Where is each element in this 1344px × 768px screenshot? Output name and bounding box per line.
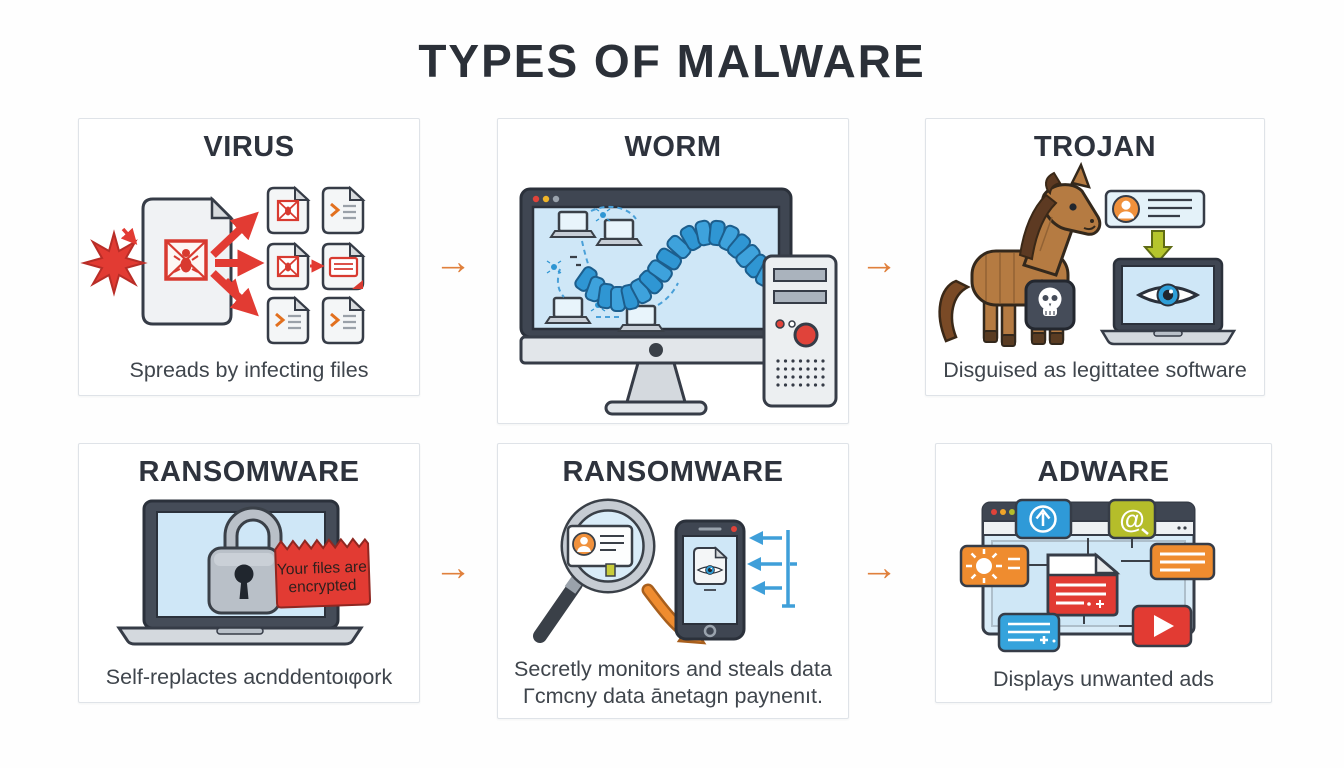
virus-heading: VIRUS bbox=[203, 131, 295, 163]
home-button bbox=[703, 624, 717, 638]
horse-ear bbox=[1070, 161, 1091, 189]
panel-trojan: TROJAN bbox=[925, 118, 1265, 396]
popup-text-tile-icon bbox=[1149, 542, 1216, 581]
virus-caption: Spreads by infecting files bbox=[129, 358, 369, 382]
flow-arrow-icon: → bbox=[860, 241, 898, 283]
ransom-note-line2: encrypted bbox=[288, 577, 357, 596]
caption-line1: Secretly monitors and steals data bbox=[514, 657, 832, 681]
panel-worm: WORM bbox=[497, 118, 849, 424]
skull-badge-icon bbox=[1024, 279, 1076, 331]
tower-vents bbox=[776, 359, 825, 387]
worm-icon bbox=[574, 219, 778, 312]
ransomware-mid-heading: RANSOMWARE bbox=[562, 456, 784, 488]
page-title: TYPES OF MALWARE bbox=[418, 35, 926, 87]
id-card-icon bbox=[566, 524, 634, 577]
ransomware-illustration: Your files are encrypted bbox=[116, 499, 372, 646]
file-note-icon bbox=[321, 242, 365, 291]
flow-arrow-icon: → bbox=[434, 547, 472, 589]
ransom-note-line1: Your files are bbox=[277, 558, 367, 578]
magnifier-icon bbox=[533, 498, 656, 643]
trojan-heading: TROJAN bbox=[1033, 131, 1157, 163]
trojan-illustration bbox=[938, 161, 1237, 347]
horse-eye bbox=[1069, 203, 1077, 211]
ransomware-left-caption: Self-replactes acnddentoιφork bbox=[105, 665, 393, 689]
trojan-caption: Disguised as legittatee software bbox=[943, 358, 1247, 382]
file-code-icon bbox=[266, 296, 310, 345]
adware-caption: Displays unwanted ads bbox=[992, 667, 1215, 691]
ransom-note-icon: Your files are encrypted bbox=[274, 537, 372, 609]
virus-illustration bbox=[80, 186, 365, 345]
download-arrow-icon bbox=[1142, 230, 1174, 264]
panel-adware: ADWARE bbox=[935, 443, 1272, 703]
data-exfil-arrows bbox=[747, 530, 797, 608]
horse-tail bbox=[938, 279, 971, 343]
panel-virus: VIRUS bbox=[78, 118, 420, 396]
keyhole bbox=[234, 564, 254, 584]
popup-at-tile-icon: @ bbox=[1107, 498, 1157, 540]
worm-heading: WORM bbox=[624, 131, 722, 163]
small-red-arrow bbox=[225, 278, 240, 294]
play-icon bbox=[1154, 615, 1174, 637]
at-symbol: @ bbox=[1119, 504, 1144, 534]
panel-ransomware-mid: RANSOMWARE bbox=[497, 443, 849, 719]
small-red-arrow bbox=[120, 227, 138, 245]
panel-ransomware-left: RANSOMWARE Your files are encrypted bbox=[78, 443, 420, 703]
caption-line2: Γcmcny data ānetagn paynenıt. bbox=[523, 684, 823, 708]
trojan-horse-icon bbox=[938, 161, 1102, 347]
horse-forelock bbox=[1045, 171, 1062, 196]
spied-document-icon bbox=[692, 546, 728, 591]
popup-video-tile-icon bbox=[1131, 604, 1193, 648]
horse-mane bbox=[1018, 193, 1058, 261]
software-card-icon bbox=[1104, 189, 1206, 229]
file-infected-icon bbox=[266, 242, 310, 291]
spyware-illustration bbox=[533, 498, 797, 645]
popup-sun-tile-icon bbox=[959, 544, 1030, 588]
adware-illustration: @ bbox=[959, 498, 1216, 653]
popup-connectors bbox=[1028, 538, 1151, 627]
horse-hooves bbox=[983, 330, 1064, 347]
file-code-icon bbox=[321, 296, 365, 345]
file-infected-icon bbox=[266, 186, 310, 235]
flow-arrow-icon: → bbox=[434, 241, 472, 283]
worm-illustration bbox=[519, 187, 838, 416]
desktop-tower-icon bbox=[762, 254, 838, 408]
burst-icon bbox=[80, 229, 148, 297]
phone-icon bbox=[674, 519, 746, 641]
ransomware-left-heading: RANSOMWARE bbox=[138, 456, 360, 488]
file-code-icon bbox=[321, 186, 365, 235]
padlock-icon bbox=[207, 506, 283, 615]
spy-laptop-icon bbox=[1099, 257, 1237, 346]
popup-blue-ad-tile-icon bbox=[997, 612, 1061, 653]
virus-bug-icon bbox=[164, 239, 208, 281]
adware-heading: ADWARE bbox=[1037, 456, 1170, 488]
popup-home-tile-icon bbox=[1014, 498, 1073, 540]
popup-ad-doc-icon bbox=[1046, 552, 1121, 617]
flow-arrow-icon: → bbox=[860, 547, 898, 589]
magnifier-handle bbox=[533, 577, 583, 643]
ransomware-mid-caption: Secretly monitors and steals data Γcmcny… bbox=[498, 656, 848, 710]
